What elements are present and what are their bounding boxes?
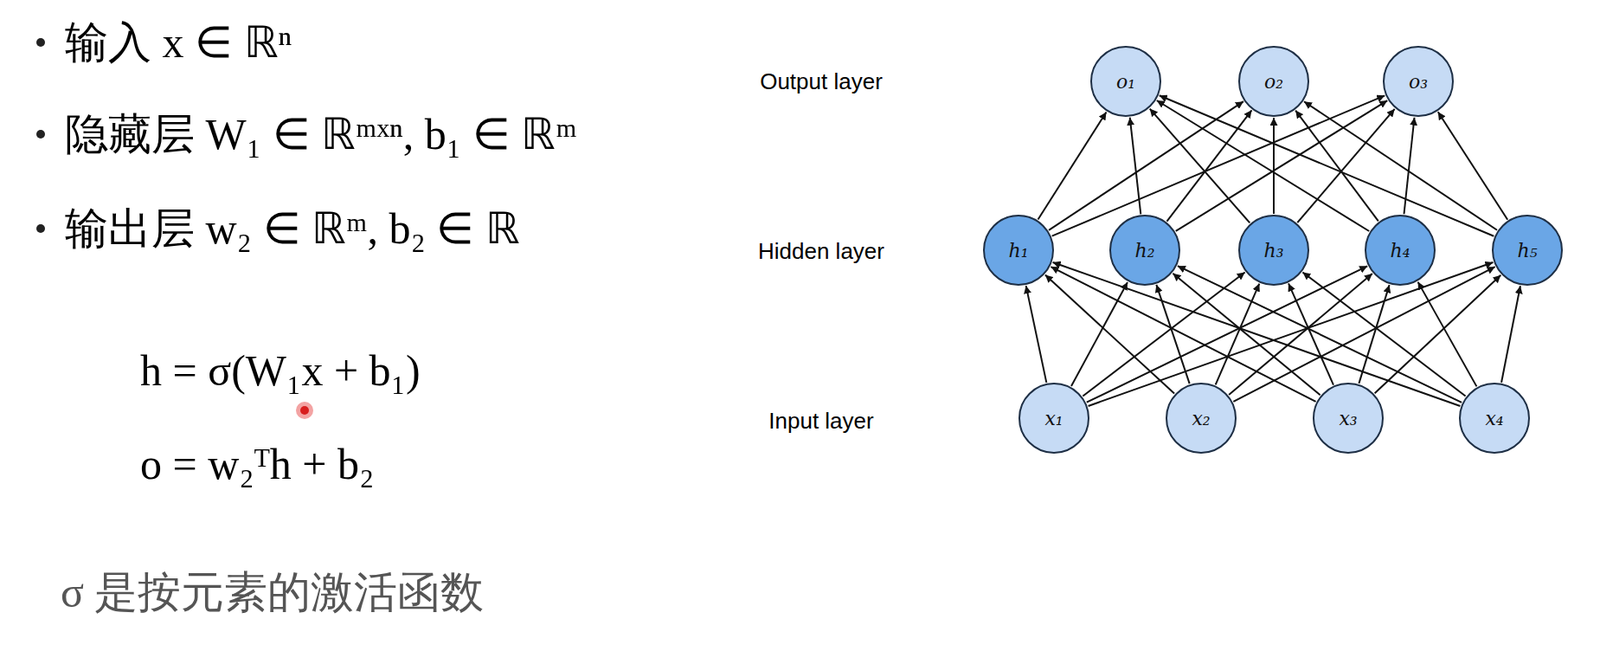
neuron-label: h₁ xyxy=(1008,239,1029,262)
neuron-label: h₃ xyxy=(1264,239,1285,262)
neuron-label: h₄ xyxy=(1390,239,1411,262)
neuron-circle: h₃ xyxy=(1238,214,1310,286)
weight-connection xyxy=(1086,265,1368,402)
neuron-circle: x₁ xyxy=(1018,382,1090,454)
weight-connection xyxy=(1233,266,1495,402)
layer-label: Hidden layer xyxy=(758,237,885,265)
weight-connection xyxy=(1438,111,1508,219)
neuron-circle: x₄ xyxy=(1458,382,1530,454)
layer-label: Input layer xyxy=(768,407,874,435)
weight-connection xyxy=(1272,117,1275,214)
weight-connection xyxy=(1167,109,1253,221)
weight-connection xyxy=(1288,282,1334,385)
neuron-circle: o₃ xyxy=(1382,45,1454,117)
bullet xyxy=(36,224,45,233)
neuron-label: x₁ xyxy=(1044,407,1063,430)
layer-label: Output layer xyxy=(759,68,883,96)
formula-text: σ 是按元素的激活函数 xyxy=(60,563,484,622)
weight-connection xyxy=(1052,95,1386,236)
neuron-label: o₂ xyxy=(1264,70,1284,93)
weight-connection xyxy=(1038,111,1107,219)
neuron-circle: h₂ xyxy=(1109,214,1181,286)
neuron-label: x₄ xyxy=(1484,407,1504,430)
weight-connection xyxy=(1050,266,1316,402)
neuron-circle: x₂ xyxy=(1165,382,1237,454)
weight-connection xyxy=(1130,117,1142,215)
weight-connection xyxy=(1177,265,1462,403)
neuron-circle: h₄ xyxy=(1364,214,1436,286)
weight-connection xyxy=(1302,271,1466,396)
weight-connection xyxy=(1026,285,1048,383)
bullet xyxy=(36,38,45,47)
neuron-circle: o₁ xyxy=(1090,45,1162,117)
neuron-label: o₁ xyxy=(1116,70,1136,93)
weight-connection xyxy=(1297,109,1395,223)
formula-text: 输出层 w₂ ∈ ℝᵐ, b₂ ∈ ℝ xyxy=(64,199,521,258)
formula-text: h = σ(W₁x + b₁) xyxy=(140,345,421,396)
weight-connection xyxy=(1071,282,1128,386)
neuron-label: x₂ xyxy=(1191,407,1210,430)
weight-connection xyxy=(1418,282,1478,387)
weight-connection xyxy=(1228,273,1373,395)
formula-text: 输入 x ∈ ℝⁿ xyxy=(64,13,292,72)
formula-text: o = w₂ᵀh + b₂ xyxy=(140,438,374,489)
bullet xyxy=(36,129,45,139)
neuron-circle: h₁ xyxy=(983,214,1054,286)
formula-text: 隐藏层 W₁ ∈ ℝᵐˣⁿ, b₁ ∈ ℝᵐ xyxy=(64,105,578,164)
weight-connection xyxy=(1172,273,1320,396)
neuron-circle: x₃ xyxy=(1312,382,1384,454)
neuron-label: x₃ xyxy=(1338,407,1357,430)
neuron-label: h₂ xyxy=(1135,239,1156,262)
neuron-circle: o₂ xyxy=(1238,45,1310,117)
weight-connection xyxy=(1304,101,1498,230)
weight-connection xyxy=(1150,109,1251,224)
weight-connection xyxy=(1082,271,1245,396)
weight-connection xyxy=(1048,101,1244,231)
weight-connection xyxy=(1295,110,1379,222)
weight-connection xyxy=(1045,274,1175,393)
neuron-label: o₃ xyxy=(1408,70,1428,93)
neuron-label: h₅ xyxy=(1517,239,1538,262)
laser-pointer-core xyxy=(300,405,309,415)
weight-connection xyxy=(1175,100,1388,232)
neuron-circle: h₅ xyxy=(1491,214,1563,286)
laser-pointer xyxy=(295,401,314,419)
weight-connection xyxy=(1501,285,1521,383)
